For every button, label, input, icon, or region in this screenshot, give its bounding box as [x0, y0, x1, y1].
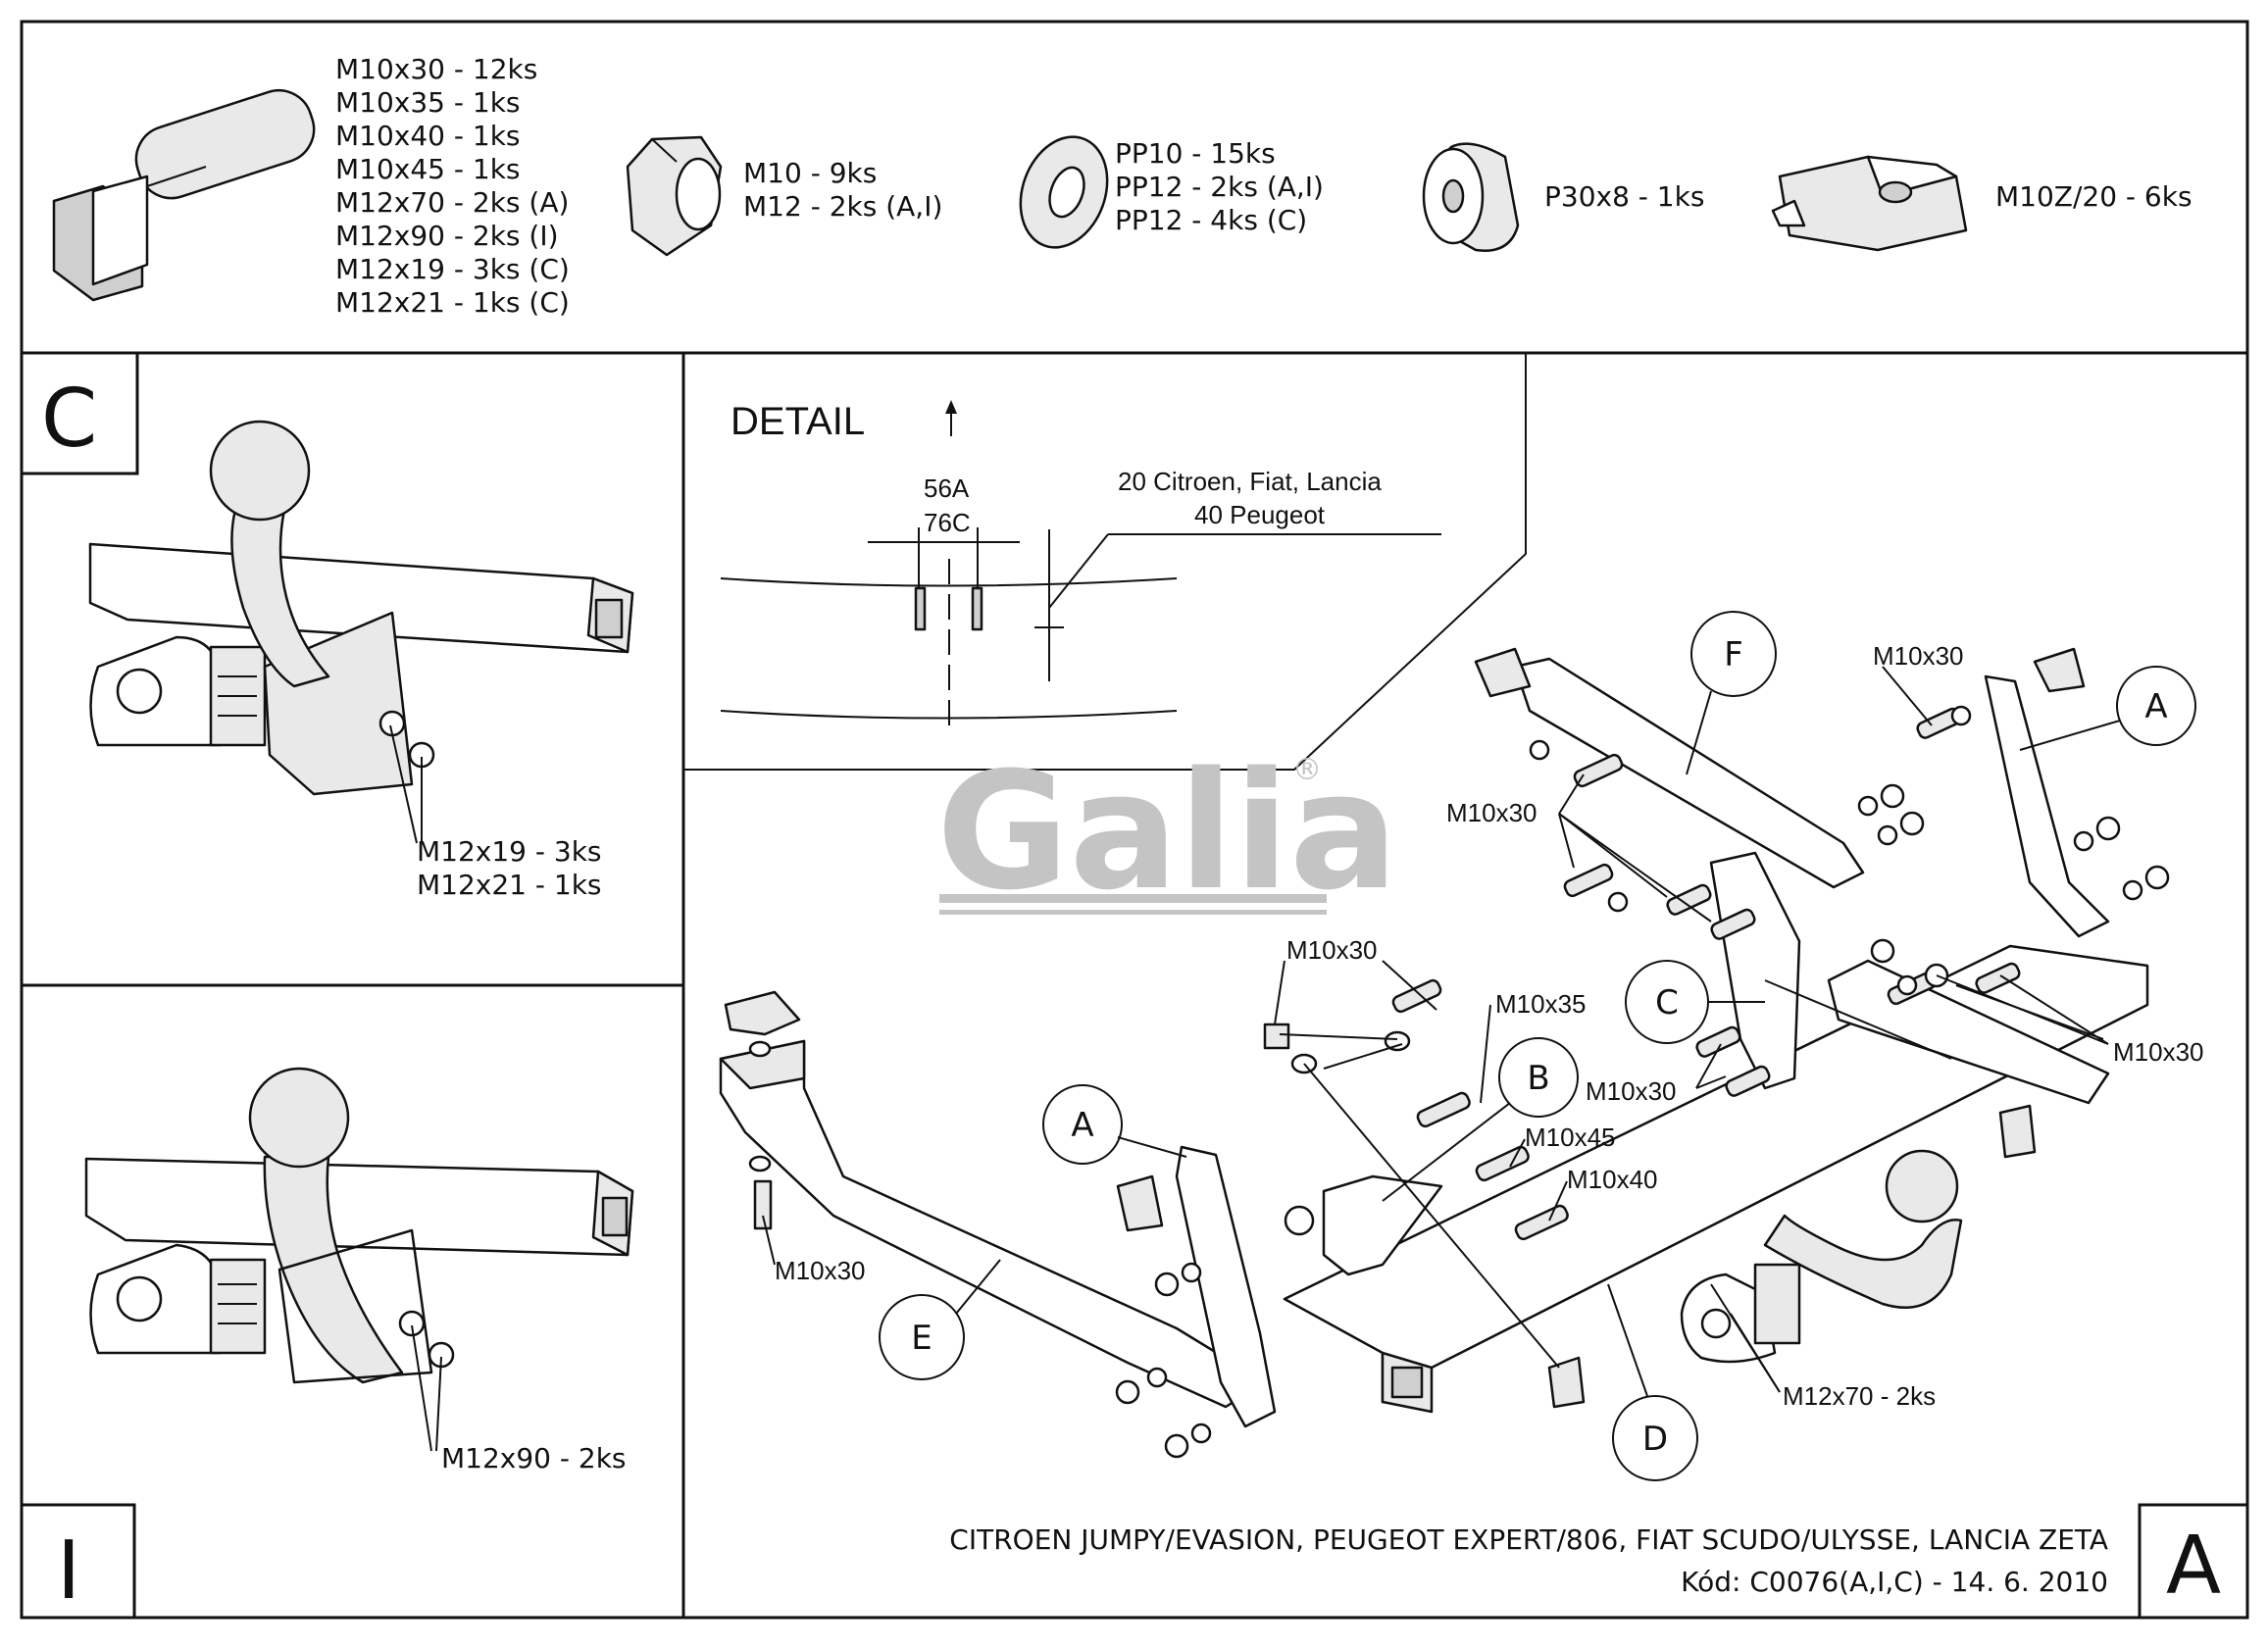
nut-icon [626, 135, 723, 257]
detail-dim-c: 76C [924, 508, 971, 537]
legend-nut-1: M10 - 9ks [743, 157, 877, 189]
detail-note-1: 20 Citroen, Fiat, Lancia [1118, 467, 1382, 496]
callout-e: E [911, 1319, 932, 1358]
panel-i-hitch-illustration [84, 1067, 634, 1452]
legend-nut-2: M12 - 2ks (A,I) [743, 190, 942, 223]
washer-icon [1019, 135, 1109, 249]
panel-c-callout-1: M12x19 - 3ks [417, 835, 602, 868]
panel-c-letter-box [20, 351, 139, 475]
legend-washer-3: PP12 - 4ks (C) [1115, 204, 1307, 236]
detail-title: DETAIL [731, 400, 865, 443]
circle-callouts: F A C B A E D [879, 611, 2196, 1481]
callout-a-right: A [2144, 687, 2167, 726]
label-m10x45: M10x45 [1525, 1123, 1616, 1152]
label-m10x30-bottom: M10x30 [775, 1256, 866, 1285]
part-a-right-bracket [1984, 674, 2110, 938]
cage-nut-icon [1771, 155, 1968, 252]
legend-cage-nut: M10Z/20 - 6ks [1995, 180, 2192, 213]
legend-bolt-6: M12x90 - 2ks (I) [335, 220, 559, 252]
label-m10x30-right: M10x30 [2113, 1037, 2204, 1067]
part-b-plate [1322, 1174, 1443, 1276]
variant-letter-box [2138, 1503, 2249, 1620]
part-a-left-bracket [1175, 1145, 1277, 1428]
spacer-icon [1422, 142, 1520, 252]
part-c-bracket [1709, 851, 1801, 1090]
legend-bolt-1: M10x30 - 12ks [335, 53, 537, 85]
variant-letter: A [2166, 1520, 2221, 1613]
detail-dim-a: 56A [924, 474, 970, 503]
callout-a-left: A [1071, 1106, 1093, 1145]
bolt-labels: M10x30 M10x30 M10x30 M10x35 M10x45 M10x4… [762, 641, 2204, 1411]
legend-bolt-7: M12x19 - 3ks (C) [335, 253, 570, 285]
legend-washer-1: PP10 - 15ks [1115, 137, 1276, 170]
callout-b: B [1527, 1059, 1549, 1098]
panel-i-letter-box [20, 1503, 136, 1620]
panel-i-callout: M12x90 - 2ks [441, 1442, 627, 1474]
legend-bolt-2: M10x35 - 1ks [335, 86, 521, 119]
detail-view: DETAIL 56A 76C 20 Citroen, Fiat, Lancia … [720, 400, 1441, 725]
legend-spacer: P30x8 - 1ks [1544, 180, 1704, 213]
callout-f: F [1724, 635, 1743, 674]
panel-c-letter: C [41, 373, 97, 466]
legend-washer-2: PP12 - 2ks (A,I) [1115, 171, 1324, 203]
label-m10x30-top: M10x30 [1873, 641, 1964, 671]
part-e-arm [719, 1039, 1267, 1409]
bolt-sizes: M10x30 - 12ks M10x35 - 1ks M10x40 - 1ks … [335, 53, 570, 319]
label-m10x30-mid: M10x30 [1286, 935, 1378, 965]
panel-i-letter: I [57, 1524, 80, 1618]
part-f-bracket [1513, 657, 1865, 889]
legend-bolt-3: M10x40 - 1ks [335, 120, 521, 152]
detail-frame [683, 353, 1527, 771]
galia-logo-mark: ® [1292, 753, 1322, 787]
label-m10x30-left: M10x30 [1446, 798, 1537, 827]
bolt-icon [52, 88, 316, 302]
label-m12x70: M12x70 - 2ks [1783, 1381, 1936, 1411]
callout-c: C [1655, 983, 1679, 1023]
exploded-assembly [719, 647, 2170, 1459]
label-m10x35: M10x35 [1495, 989, 1587, 1019]
panel-c-hitch-illustration [88, 420, 634, 844]
frame [20, 20, 2249, 1620]
callout-d: D [1642, 1420, 1668, 1459]
legend-bolt-5: M12x70 - 2ks (A) [335, 186, 569, 219]
label-m10x30-c: M10x30 [1586, 1076, 1677, 1106]
detail-note-2: 40 Peugeot [1194, 500, 1326, 529]
label-m10x40: M10x40 [1567, 1165, 1658, 1194]
galia-logo: Galia ® [936, 737, 1398, 925]
footer-code: Kód: C0076(A,I,C) - 14. 6. 2010 [1681, 1566, 2108, 1598]
footer-title: CITROEN JUMPY/EVASION, PEUGEOT EXPERT/80… [949, 1523, 2108, 1556]
legend-bolt-8: M12x21 - 1ks (C) [335, 286, 570, 319]
legend-bolt-4: M10x45 - 1ks [335, 153, 521, 185]
panel-c-callout-2: M12x21 - 1ks [417, 869, 602, 901]
